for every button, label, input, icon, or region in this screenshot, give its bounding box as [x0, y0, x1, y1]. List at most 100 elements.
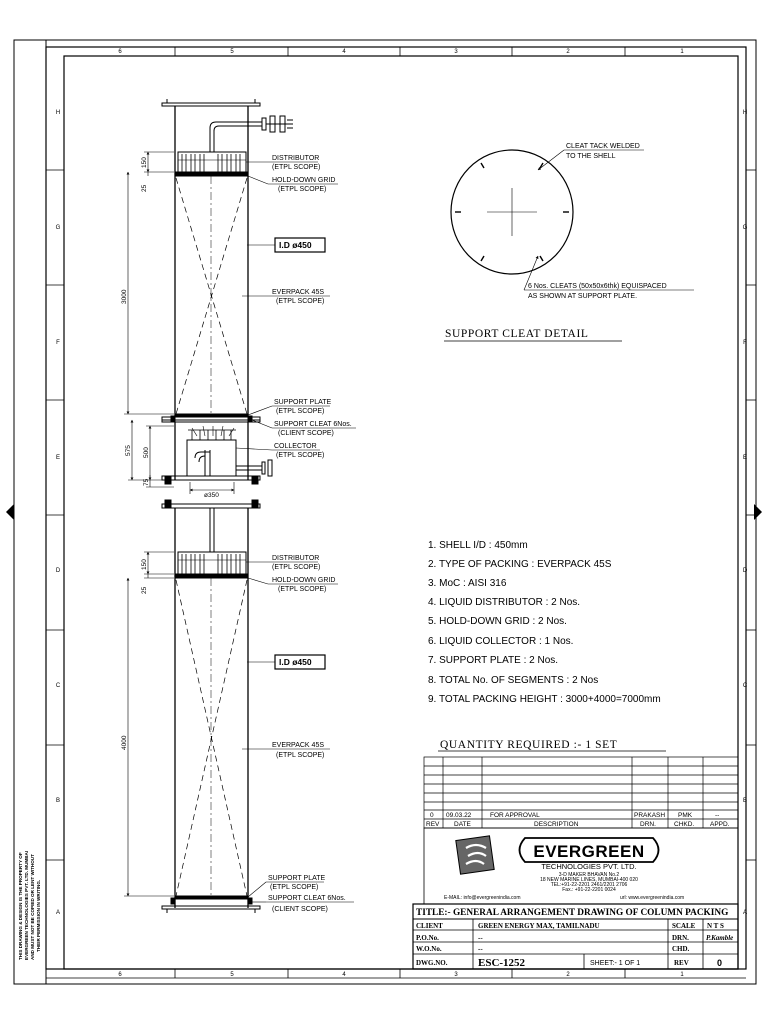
rev-cell-appd: --: [715, 812, 719, 819]
title-block: [412, 903, 739, 970]
client-label: CLIENT: [416, 922, 443, 930]
col-label-bottom: 4: [342, 972, 346, 978]
company-block: [423, 827, 739, 905]
label-inner-diameter: I.D ø450: [279, 240, 312, 250]
rev-cell-chkd: PMK: [678, 812, 693, 819]
row-label-right: C: [743, 683, 748, 689]
label-support-cleat: SUPPORT CLEAT 6Nos.: [268, 895, 346, 902]
dim-150: 150: [141, 157, 148, 168]
col-label-top: 5: [230, 49, 234, 55]
leaders-top: [235, 161, 356, 451]
label-hold-down-grid: HOLD-DOWN GRID: [272, 177, 335, 184]
chd-label: CHD.: [672, 945, 690, 953]
dim-75: 75: [143, 478, 150, 486]
rev-header-chkd: CHKD.: [674, 821, 694, 828]
col-label-bottom: 1: [680, 972, 684, 978]
label-distributor-scope: (ETPL SCOPE): [272, 564, 320, 571]
rev-header-desc: DESCRIPTION: [534, 821, 579, 828]
company-address-2: 18 NEW MARINE LINES, MUMBAI-400 020: [540, 877, 638, 883]
col-label-top: 6: [118, 49, 122, 55]
note-item: 6. LIQUID COLLECTOR : 1 Nos.: [428, 636, 573, 647]
col-label-top: 2: [566, 49, 570, 55]
drn-label: DRN.: [672, 934, 689, 942]
dim-25: 25: [141, 184, 148, 192]
drawing-title: TITLE:- GENERAL ARRANGEMENT DRAWING OF C…: [416, 908, 728, 918]
label-distributor: DISTRIBUTOR: [272, 555, 319, 562]
po-value: --: [478, 934, 483, 942]
dim-575: 575: [125, 445, 132, 456]
col-label-bottom: 5: [230, 972, 234, 978]
row-label-right: F: [743, 340, 747, 346]
client-value: GREEN ENERGY MAX, TAMILNADU: [478, 922, 600, 930]
centering-mark-left: [6, 504, 14, 520]
scale-value: N T S: [707, 922, 724, 930]
rev-header-rev: REV: [426, 821, 440, 828]
dim-25: 25: [141, 586, 148, 594]
row-label-right: B: [743, 798, 747, 804]
row-label-left: G: [56, 225, 61, 231]
company-sub: TECHNOLOGIES PVT. LTD.: [541, 862, 636, 871]
company-address-3: TEL:+91-22-2201 2461/2201 2706: [551, 882, 628, 888]
wo-label: W.O.No.: [416, 945, 442, 953]
svg-text:THIS DRAWING & DESIGN IS THE P: THIS DRAWING & DESIGN IS THE PROPERTY OF: [18, 852, 23, 960]
note-item: 9. TOTAL PACKING HEIGHT : 3000+4000=7000…: [428, 694, 661, 705]
outer-border: [13, 39, 757, 985]
company-address-4: Fax.: +91-22-2201 0024: [562, 887, 616, 893]
label-collector: COLLECTOR: [274, 443, 317, 450]
leaders-bottom: [242, 561, 354, 903]
column-segment-bottom: [161, 499, 261, 913]
label-everpack-scope: (ETPL SCOPE): [276, 298, 324, 305]
label-everpack: EVERPACK 45S: [272, 742, 324, 749]
revision-number: 0: [717, 958, 722, 968]
rev-label: REV: [674, 959, 689, 967]
evergreen-logo-icon: [455, 835, 495, 875]
wo-value: --: [478, 945, 483, 953]
row-label-right: H: [743, 110, 747, 116]
label-hold-down-grid: HOLD-DOWN GRID: [272, 577, 335, 584]
label-distributor: DISTRIBUTOR: [272, 155, 319, 162]
label-support-plate-scope: (ETPL SCOPE): [276, 408, 324, 415]
zone-ticks: [46, 47, 756, 979]
revision-table: [423, 756, 739, 829]
company-address-1: 3-D MAKER BHAVAN No.2: [559, 872, 620, 878]
column-segment-top: [161, 99, 293, 485]
row-label-left: A: [56, 910, 60, 916]
quantity-required: QUANTITY REQUIRED :- 1 SET: [440, 739, 617, 751]
cleats-label: 6 Nos. CLEATS (50x50x6thk) EQUISPACED: [528, 283, 667, 290]
svg-text:AND MUST NOT BE COPIED OR LENT: AND MUST NOT BE COPIED OR LENT WITHOUT: [30, 854, 35, 960]
rev-cell-rev: 0: [430, 812, 434, 819]
sheet-number: SHEET:- 1 OF 1: [590, 960, 640, 967]
dim-500: 500: [143, 447, 150, 458]
cleat-detail-drawing: [444, 149, 694, 342]
row-label-right: G: [743, 225, 748, 231]
row-label-left: C: [56, 683, 61, 689]
row-label-left: E: [56, 455, 60, 461]
col-label-top: 4: [342, 49, 346, 55]
label-support-plate-scope: (ETPL SCOPE): [270, 884, 318, 891]
dwg-label: DWG.NO.: [416, 959, 448, 967]
svg-text:THEIR PERMISSION IN WRITING.: THEIR PERMISSION IN WRITING.: [36, 880, 41, 952]
note-item: 4. LIQUID DISTRIBUTOR : 2 Nos.: [428, 597, 580, 608]
col-label-bottom: 6: [118, 972, 122, 978]
label-hold-down-scope: (ETPL SCOPE): [278, 186, 326, 193]
cleat-tack-label: CLEAT TACK WELDED: [566, 143, 640, 150]
note-item: 1. SHELL I/D : 450mm: [428, 540, 528, 551]
po-label: P.O.No.: [416, 934, 439, 942]
label-support-plate: SUPPORT PLATE: [274, 399, 332, 406]
rev-cell-desc: FOR APPROVAL: [490, 812, 540, 819]
row-label-right: A: [743, 910, 747, 916]
note-item: 5. HOLD-DOWN GRID : 2 Nos.: [428, 616, 567, 627]
label-everpack-scope: (ETPL SCOPE): [276, 752, 324, 759]
company-name: EVERGREEN: [533, 842, 644, 861]
row-label-left: B: [56, 798, 60, 804]
scale-label: SCALE: [672, 922, 696, 930]
label-support-cleat-scope: (CLIENT SCOPE): [278, 430, 334, 437]
label-everpack: EVERPACK 45S: [272, 289, 324, 296]
company-url: url: www.evergreenindia.com: [620, 895, 684, 901]
row-label-right: D: [743, 568, 748, 574]
dim-3000: 3000: [121, 289, 128, 304]
company-email: E-MAIL: info@evergreenindia.com: [444, 895, 521, 901]
label-support-plate: SUPPORT PLATE: [268, 875, 326, 882]
dim-350: ø350: [204, 492, 219, 499]
